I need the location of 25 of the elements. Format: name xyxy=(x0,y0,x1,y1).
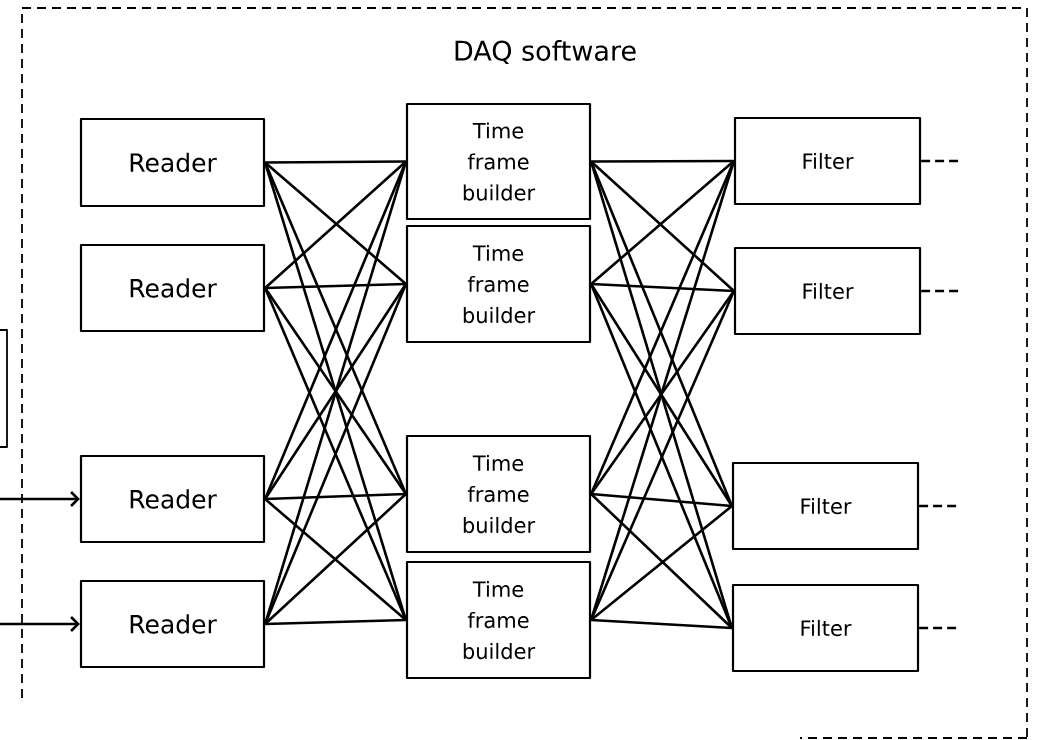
connector-line xyxy=(921,159,960,163)
connector-line xyxy=(591,159,734,163)
connector-line xyxy=(591,282,734,293)
connector-line xyxy=(265,282,406,290)
arrow xyxy=(0,491,80,507)
reader-box: Reader xyxy=(79,117,266,208)
connector-line xyxy=(591,492,733,508)
process-box: Time frame builder xyxy=(405,224,592,344)
connector-line xyxy=(921,289,960,293)
process-box: Filter xyxy=(731,461,920,551)
partial-box xyxy=(0,329,8,448)
arrow xyxy=(0,616,80,632)
connector-line xyxy=(265,160,406,164)
process-box: Time frame builder xyxy=(405,102,592,221)
connector-line xyxy=(265,618,406,626)
process-box: Filter xyxy=(731,583,920,673)
connector-line xyxy=(591,618,732,630)
reader-box: Reader xyxy=(79,579,266,669)
reader-box: Reader xyxy=(79,243,266,333)
process-box: Time frame builder xyxy=(405,434,592,554)
reader-box: Reader xyxy=(79,454,266,544)
connector-line xyxy=(265,492,406,501)
process-box: Time frame builder xyxy=(405,560,592,680)
process-box: Filter xyxy=(733,116,922,206)
process-box: Filter xyxy=(733,246,922,336)
